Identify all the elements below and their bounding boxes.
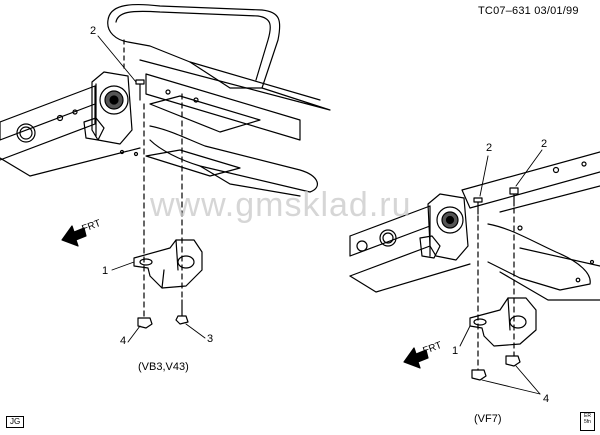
left-leader-4 [127,325,141,343]
right-leader-4a [481,379,541,395]
left-assembly [0,3,331,343]
right-callout-2b: 2 [541,138,548,150]
left-view-caption: (VB3,V43) [138,361,189,373]
right-bolt-a [473,197,483,215]
right-frame-rail [349,205,431,277]
right-rail-hole [356,240,368,252]
right-frame-bracket [427,193,469,261]
left-rail-hole [16,123,36,143]
right-assembly [349,149,600,395]
right-exhaust-pipe [487,223,591,291]
left-body-floor [139,59,331,111]
right-leader-2a [479,155,489,197]
left-frame-bracket [91,71,133,145]
right-nut-b [505,355,521,367]
right-bracket-bushing [436,206,464,234]
right-upper-rail [461,151,600,213]
right-leader-2b [515,149,543,187]
right-view-caption: (VF7) [474,413,502,425]
right-bolt-b [509,187,519,207]
drawing-reference: TC07–631 03/01/99 [478,5,579,17]
left-front-arrow [61,225,87,247]
right-callout-2a: 2 [486,142,493,154]
right-leader-4b [515,365,541,395]
left-callout-4: 4 [120,335,127,347]
publication-icon: ER 5fn [580,412,595,431]
left-leader-3 [185,323,206,339]
watermark-text: www.gmsklad.ru [150,186,412,224]
left-exhaust-pipe [149,125,318,193]
left-fuel-tank [107,3,281,89]
right-nut-a [471,369,487,381]
right-callout-1: 1 [452,345,459,357]
left-callout-2: 2 [90,25,97,37]
left-leader-2 [97,35,137,83]
left-frame-rail-lower [0,147,141,177]
left-bracket-bushing [99,85,129,115]
left-leader-1 [111,261,135,271]
right-leader-1 [459,325,471,347]
illustrator-badge: JG [6,416,25,428]
left-hanger-bracket [133,239,203,289]
left-nut [137,317,153,329]
right-front-arrow [403,347,429,369]
right-hanger-bracket [469,297,537,347]
left-frame-rail [0,85,96,161]
left-callout-1: 1 [102,265,109,277]
left-bolt-top [135,79,145,101]
right-callout-4: 4 [543,393,550,405]
left-bolt-lower [175,299,189,325]
left-callout-3: 3 [207,333,214,345]
